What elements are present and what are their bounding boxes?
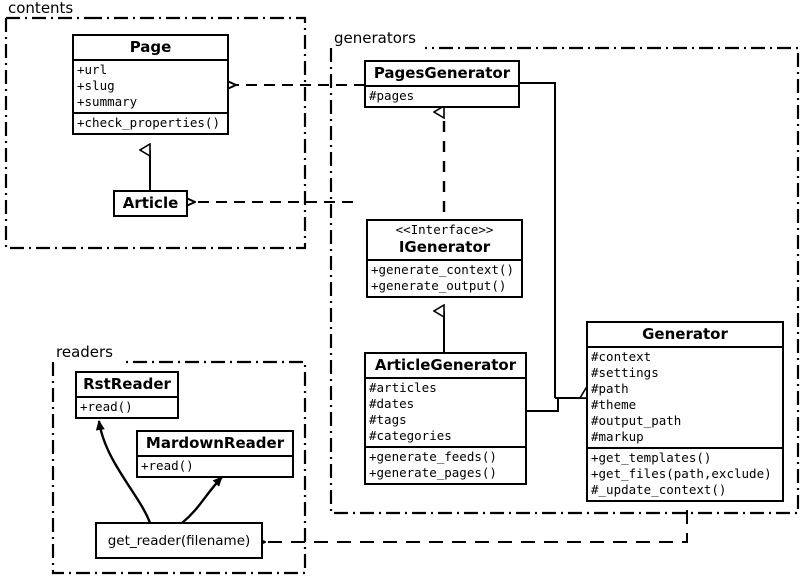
- edge-articlegenerator-to-generator: [527, 398, 559, 412]
- method-update-context: #_update_context(): [591, 482, 727, 497]
- class-rstreader-title: RstReader: [83, 375, 171, 393]
- class-articlegenerator-methods: +generate_feeds() +generate_pages(): [366, 448, 525, 483]
- attribute-output-path: #output_path: [591, 413, 682, 428]
- attribute-url: +url: [77, 62, 108, 77]
- class-generator-methods: +get_templates() +get_files(path,exclude…: [588, 449, 782, 500]
- attribute-articles: #articles: [369, 380, 437, 395]
- edge-get-reader-to-mardownreader: [181, 476, 223, 524]
- method-generate-context: +generate_context(): [371, 262, 514, 277]
- attribute-tags: #tags: [369, 412, 407, 427]
- interface-stereotype: <<Interface>>: [395, 222, 494, 237]
- function-get-reader-label: get_reader(filename): [107, 532, 251, 549]
- class-rstreader-methods: +read(): [77, 398, 177, 417]
- class-igenerator-title: IGenerator: [398, 238, 491, 256]
- class-box-generator[interactable]: Generator #context #settings #path #them…: [586, 321, 784, 502]
- class-rstreader-header: RstReader: [77, 373, 177, 398]
- class-generator-title: Generator: [642, 325, 728, 343]
- method-rstreader-read: +read(): [80, 399, 133, 414]
- class-article-title: Article: [122, 194, 179, 212]
- class-box-igenerator[interactable]: <<Interface>> IGenerator +generate_conte…: [366, 219, 523, 298]
- package-label-generators: generators: [332, 29, 418, 47]
- attribute-pages: #pages: [369, 88, 415, 103]
- class-box-articlegenerator[interactable]: ArticleGenerator #articles #dates #tags …: [364, 352, 527, 485]
- class-articlegenerator-header: ArticleGenerator: [366, 354, 525, 379]
- function-box-get-reader[interactable]: get_reader(filename): [95, 522, 263, 559]
- class-pagesgenerator-title: PagesGenerator: [373, 64, 511, 82]
- class-articlegenerator-title: ArticleGenerator: [374, 356, 517, 374]
- package-label-readers: readers: [54, 343, 115, 361]
- class-mardownreader-header: MardownReader: [138, 432, 292, 457]
- class-mardownreader-methods: +read(): [138, 457, 292, 476]
- class-box-page[interactable]: Page +url +slug +summary +check_properti…: [72, 34, 229, 135]
- class-igenerator-methods: +generate_context() +generate_output(): [368, 261, 521, 296]
- method-generate-feeds: +generate_feeds(): [369, 449, 497, 464]
- class-box-pagesgenerator[interactable]: PagesGenerator #pages: [364, 60, 520, 108]
- method-mardownreader-read: +read(): [141, 458, 194, 473]
- class-box-mardownreader[interactable]: MardownReader +read(): [136, 430, 294, 478]
- class-mardownreader-title: MardownReader: [145, 434, 285, 452]
- attribute-dates: #dates: [369, 396, 415, 411]
- method-generate-pages: +generate_pages(): [369, 465, 497, 480]
- attribute-context: #context: [591, 349, 652, 364]
- edge-pagesgenerator-to-generator: [520, 82, 556, 398]
- attribute-markup: #markup: [591, 429, 644, 444]
- attribute-categories: #categories: [369, 428, 452, 443]
- attribute-settings: #settings: [591, 365, 659, 380]
- class-box-article[interactable]: Article: [113, 190, 188, 217]
- attribute-theme: #theme: [591, 397, 637, 412]
- class-page-title: Page: [129, 38, 172, 56]
- class-page-header: Page: [74, 36, 227, 61]
- method-get-files: +get_files(path,exclude): [591, 466, 772, 481]
- attribute-summary: +summary: [77, 94, 138, 109]
- class-generator-header: Generator: [588, 323, 782, 348]
- method-generate-output: +generate_output(): [371, 278, 507, 293]
- class-articlegenerator-attributes: #articles #dates #tags #categories: [366, 379, 525, 448]
- class-generator-attributes: #context #settings #path #theme #output_…: [588, 348, 782, 449]
- class-pagesgenerator-header: PagesGenerator: [366, 62, 518, 87]
- class-article-header: Article: [115, 192, 186, 215]
- attribute-slug: +slug: [77, 78, 115, 93]
- class-igenerator-header: <<Interface>> IGenerator: [368, 221, 521, 261]
- class-box-rstreader[interactable]: RstReader +read(): [75, 371, 179, 419]
- method-get-templates: +get_templates(): [591, 450, 712, 465]
- attribute-path: #path: [591, 381, 629, 396]
- class-page-attributes: +url +slug +summary: [74, 61, 227, 114]
- method-check-properties: +check_properties(): [77, 115, 220, 130]
- package-label-contents: contents: [6, 0, 76, 17]
- class-pagesgenerator-attributes: #pages: [366, 87, 518, 106]
- class-page-methods: +check_properties(): [74, 114, 227, 133]
